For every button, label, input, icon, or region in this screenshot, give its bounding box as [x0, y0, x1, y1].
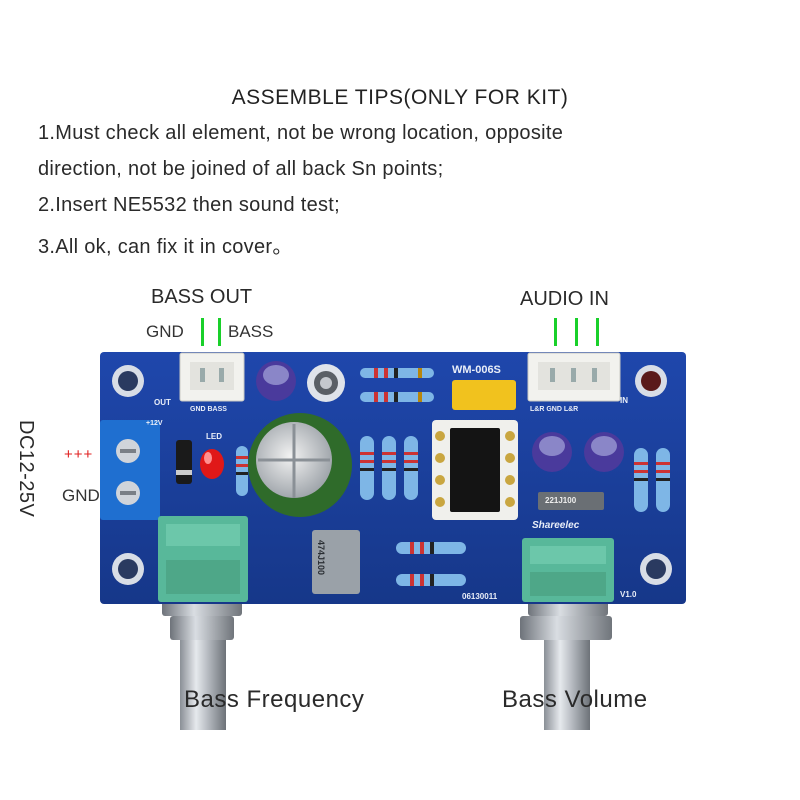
bass-frequency-label: Bass Frequency: [184, 686, 365, 713]
pcb-brand-text: Shareelec: [532, 520, 580, 531]
resistor-top-1: [360, 368, 434, 378]
cap-marking-small: 221J100: [545, 496, 577, 505]
resistor-vertical-left: [236, 446, 248, 496]
resistor-top-2: [360, 392, 434, 402]
bass-out-connector: [179, 352, 245, 402]
bass-out-bass-marker: [218, 318, 221, 346]
mounting-holes: [112, 365, 672, 585]
bass-frequency-potentiometer: [158, 516, 248, 602]
pcb-12v-text: +12V: [146, 420, 163, 427]
tips-title: ASSEMBLE TIPS(ONLY FOR KIT): [231, 86, 569, 109]
large-electrolytic-capacitor: [248, 413, 352, 517]
pcb-model-text: WM-006S: [452, 364, 501, 376]
ic-socket-ne5532: [432, 420, 518, 520]
bass-out-gnd-marker: [201, 318, 204, 346]
pcb-lr-gnd-lr-text: L&R GND L&R: [530, 406, 579, 413]
audio-in-left-marker: [554, 318, 557, 346]
red-led: [200, 449, 224, 479]
yellow-film-capacitor: [452, 380, 516, 410]
resistor-group-middle: [360, 436, 418, 500]
grey-film-capacitor: [312, 530, 360, 594]
resistor-group-right: [634, 448, 670, 512]
small-film-capacitor: [538, 492, 604, 510]
plus-marks: +++: [64, 446, 94, 463]
bass-frequency-shaft: [162, 598, 242, 730]
pcb-date-code: 06130011: [462, 592, 498, 601]
audio-in-right-marker: [596, 318, 599, 346]
pcb-gnd-bass-text: GND BASS: [190, 406, 227, 413]
diode: [176, 440, 192, 484]
bass-top-label: BASS: [228, 322, 274, 341]
resistor-bottom-2: [396, 574, 466, 586]
bass-volume-potentiometer: [522, 538, 614, 602]
bass-volume-label: Bass Volume: [502, 686, 648, 713]
capacitor-right-2: [584, 432, 624, 472]
small-capacitor-1: [256, 361, 296, 401]
pcb-out-text: OUT: [154, 398, 171, 407]
tip-line-4: 3.All ok, can fix it in cover。: [38, 236, 293, 258]
audio-in-gnd-marker: [575, 318, 578, 346]
tip-line-3: 2.Insert NE5532 then sound test;: [38, 194, 341, 216]
pcb-version: V1.0: [620, 590, 637, 599]
gnd-side-label: GND: [62, 486, 100, 505]
audio-in-label: AUDIO IN: [520, 288, 609, 310]
cap-marking: 474J100: [316, 540, 326, 576]
small-capacitor-2: [307, 364, 345, 402]
tip-line-2: direction, not be joined of all back Sn …: [38, 158, 444, 180]
dc-range-label: DC12-25V: [15, 420, 37, 518]
capacitor-right-1: [532, 432, 572, 472]
audio-in-connector: [527, 352, 621, 402]
resistor-bottom-1: [396, 542, 466, 554]
pcb-in-text: IN: [620, 396, 628, 405]
bass-out-label: BASS OUT: [151, 286, 253, 308]
power-screw-terminal: [100, 420, 160, 520]
pcb-led-text: LED: [206, 432, 222, 441]
tip-line-1: 1.Must check all element, not be wrong l…: [38, 122, 564, 144]
gnd-top-label: GND: [146, 322, 184, 341]
